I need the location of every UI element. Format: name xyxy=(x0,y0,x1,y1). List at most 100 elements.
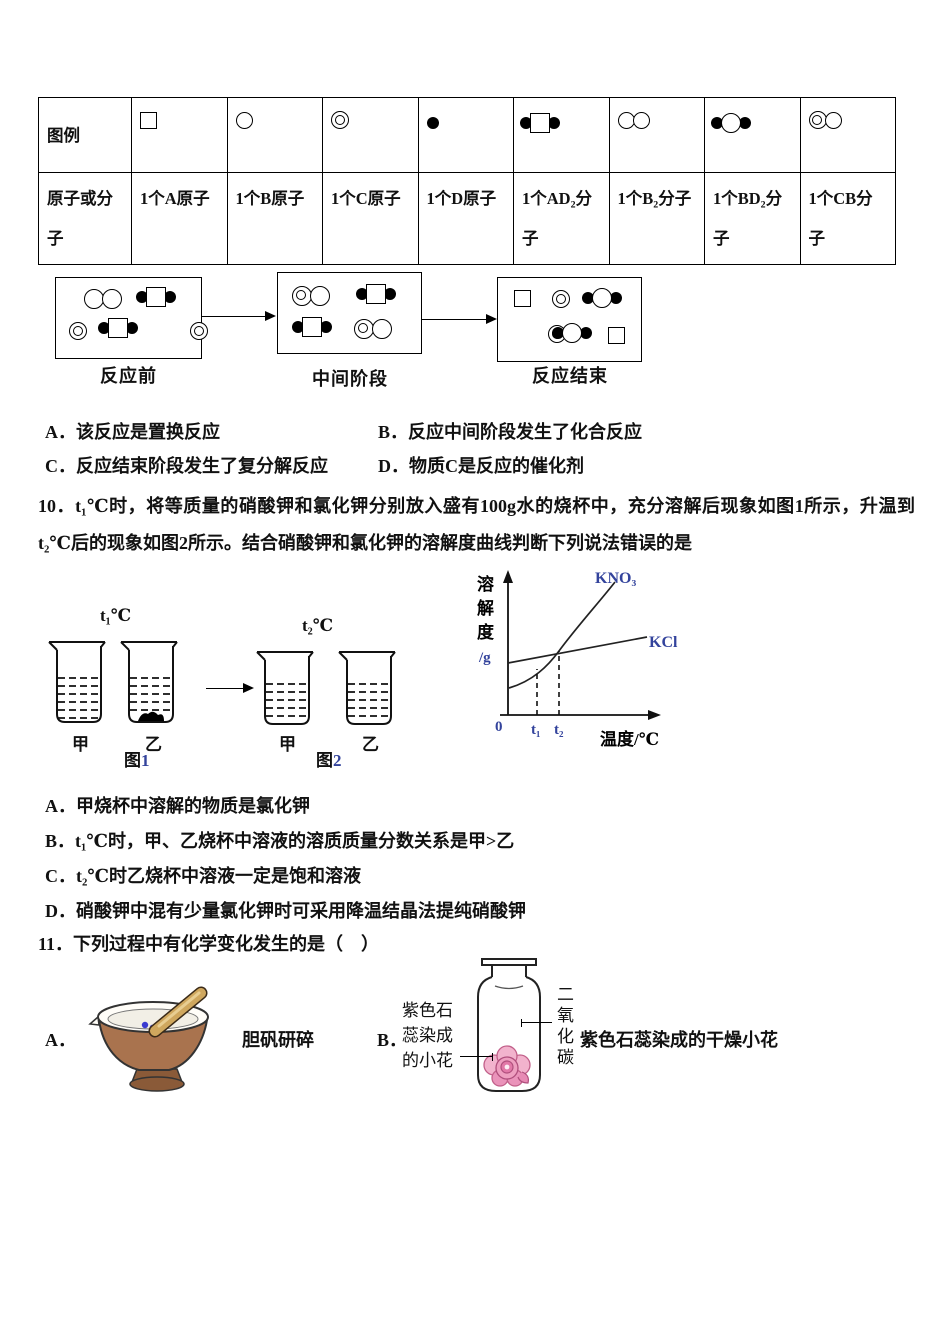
fig2-beaker-right-label: 乙 xyxy=(362,735,379,754)
cell-cb: 1个CB分子 xyxy=(799,172,896,265)
solubility-graph: 溶 解 度 /g KNO₃ KCl 0 t₁ t₂ 温度/℃ xyxy=(477,570,678,749)
kcl-label: KCl xyxy=(649,634,678,651)
legend-symbol-b-atom xyxy=(226,97,323,173)
xlabel: 温度/℃ xyxy=(600,729,659,749)
q11-stem: 11．下列过程中有化学变化发生的是（ ） xyxy=(38,934,380,954)
arrow-right-icon xyxy=(206,683,254,693)
legend-symbol-cb xyxy=(799,97,896,173)
reaction-box-end xyxy=(497,277,642,362)
ylabel-unit: /g xyxy=(478,650,491,666)
d-atom-icon xyxy=(426,117,439,129)
jar-body xyxy=(477,976,541,1092)
kcl-curve xyxy=(507,636,648,664)
fig2-beaker-left-label: 甲 xyxy=(279,735,296,754)
kno3-curve xyxy=(508,581,616,689)
ylabel-char3: 度 xyxy=(477,622,495,642)
legend-symbol-c-atom xyxy=(322,97,419,173)
b2-molecule xyxy=(84,289,122,309)
fig2-temp-label: t₂℃ xyxy=(302,616,334,635)
bd2-molecule xyxy=(582,288,622,308)
a-atom xyxy=(514,290,531,307)
litmus-flower xyxy=(483,1045,531,1087)
bd2-molecule-icon xyxy=(711,113,751,133)
flower-pointer-label: 紫色石蕊染成的小花 xyxy=(402,1001,453,1070)
q10-option-b: B．t₁℃时，甲、乙烧杯中溶液的溶质质量分数关系是甲>乙 xyxy=(45,831,515,851)
q11-option-a-letter: A． xyxy=(45,1030,76,1050)
t2-tick-label: t₂ xyxy=(554,722,564,738)
q9-option-d: D．物质C是反应的催化剂 xyxy=(378,456,584,476)
q10-option-c: C．t₂℃时乙烧杯中溶液一定是饱和溶液 xyxy=(45,866,361,886)
legend-symbol-b2 xyxy=(608,97,705,173)
cb-molecule xyxy=(292,286,330,306)
kno3-label: KNO₃ xyxy=(595,570,636,587)
ad2-molecule-icon xyxy=(520,113,560,133)
q9-option-b: B．反应中间阶段发生了化合反应 xyxy=(378,422,643,442)
ad2-molecule xyxy=(98,318,138,338)
y-axis-arrow-icon xyxy=(503,570,513,583)
reaction-box-before xyxy=(55,277,208,359)
q10-option-a: A．甲烧杯中溶解的物质是氯化钾 xyxy=(45,796,310,816)
ad2-molecule xyxy=(292,317,332,337)
bd2-molecule xyxy=(552,323,592,343)
ylabel-char1: 溶 xyxy=(477,574,494,594)
a-atom xyxy=(608,327,625,344)
q11-option-b-letter: B． xyxy=(377,1030,408,1050)
cell-c-atom: 1个C原子 xyxy=(322,172,419,265)
ad2-molecule xyxy=(356,284,396,304)
fig1-beaker-left-label: 甲 xyxy=(72,735,89,754)
cb-molecule-icon xyxy=(808,111,842,129)
sediment xyxy=(138,711,164,721)
q10-option-d: D．硝酸钾中混有少量氯化钾时可采用降温结晶法提纯硝酸钾 xyxy=(45,901,526,921)
beaker-yi-fig1 xyxy=(120,641,178,723)
stage-end-label: 反应结束 xyxy=(532,366,608,386)
origin-label: 0 xyxy=(495,719,503,735)
gas-label: 二氧化碳 xyxy=(554,985,573,1069)
cell-a-atom: 1个A原子 xyxy=(131,172,228,265)
cell-d-atom: 1个D原子 xyxy=(417,172,514,265)
gas-jar-image xyxy=(477,958,541,1092)
mortar-pestle-image xyxy=(88,986,209,1092)
fig2-caption: 图2 xyxy=(316,751,342,770)
c-atom xyxy=(552,290,570,308)
b2-molecule-icon xyxy=(617,112,650,129)
beaker-jia-fig2 xyxy=(256,651,314,725)
ylabel-char2: 解 xyxy=(477,598,494,618)
q11-option-a-caption: 胆矾研碎 xyxy=(242,1030,314,1050)
legend-row-label: 原子或分子 xyxy=(38,172,132,265)
legend-symbol-d-atom xyxy=(417,97,514,173)
cell-ad2: 1个AD₂分子 xyxy=(513,172,610,265)
b-atom-icon xyxy=(235,112,253,129)
ad2-molecule xyxy=(136,287,176,307)
legend-table: 图例 原子或分子 1个A原子 1个B原子 1个C原子 1个D原子 1个AD₂分子… xyxy=(38,97,896,265)
legend-symbol-a-atom xyxy=(131,97,228,173)
arrow-right-icon xyxy=(202,311,276,321)
legend-symbol-ad2 xyxy=(513,97,610,173)
beaker-yi-fig2 xyxy=(338,651,396,725)
beaker-jia-fig1 xyxy=(48,641,106,723)
a-atom-icon xyxy=(140,112,157,129)
cell-b2: 1个B₂分子 xyxy=(608,172,705,265)
fig1-caption: 图1 xyxy=(124,751,150,770)
c-atom xyxy=(69,322,87,340)
fig1-temp-label: t₁℃ xyxy=(100,606,132,625)
cell-b-atom: 1个B原子 xyxy=(226,172,323,265)
legend-symbol-bd2 xyxy=(704,97,801,173)
cb-molecule xyxy=(354,319,392,339)
gas-pointer-line xyxy=(521,1019,552,1027)
stage-before-label: 反应前 xyxy=(100,366,157,386)
fig1-beaker-right-label: 乙 xyxy=(145,735,162,754)
c-atom xyxy=(190,322,208,340)
q9-option-c: C．反应结束阶段发生了复分解反应 xyxy=(45,456,328,476)
q10-stem: 10．t₁℃时，将等质量的硝酸钾和氯化钾分别放入盛有100g水的烧杯中，充分溶解… xyxy=(38,496,915,553)
t1-tick-label: t₁ xyxy=(531,722,541,738)
stage-middle-label: 中间阶段 xyxy=(312,369,388,389)
c-atom-icon xyxy=(331,111,349,129)
reaction-box-middle xyxy=(277,272,422,354)
arrow-right-icon xyxy=(421,314,497,324)
q9-option-a: A．该反应是置换反应 xyxy=(45,422,220,442)
jar-lid xyxy=(481,958,537,966)
cell-bd2: 1个BD₂分子 xyxy=(704,172,801,265)
x-axis-arrow-icon xyxy=(648,710,661,720)
legend-header: 图例 xyxy=(38,97,132,173)
